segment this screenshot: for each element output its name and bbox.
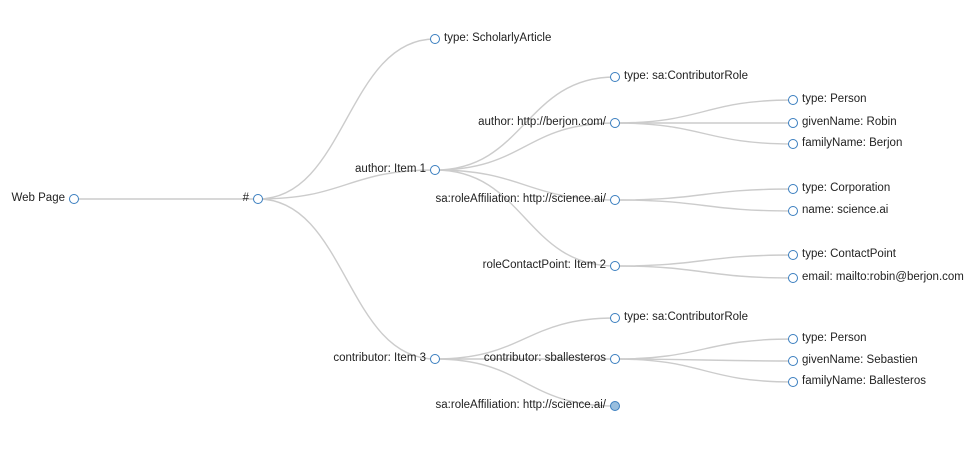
tree-node-label: givenName: Sebastien [802,354,918,366]
node-circle-icon[interactable] [610,195,620,205]
tree-link [257,198,436,360]
node-circle-icon[interactable] [69,194,79,204]
tree-node-label: familyName: Ballesteros [802,375,926,387]
node-circle-icon[interactable] [788,184,798,194]
node-circle-icon[interactable] [788,273,798,283]
tree-node-label: roleContactPoint: Item 2 [482,259,606,271]
tree-node-label: name: science.ai [802,204,889,216]
tree-node-label: type: sa:ContributorRole [624,311,749,323]
tree-node-label: type: sa:ContributorRole [624,70,749,82]
node-circle-icon[interactable] [788,206,798,216]
tree-node-label: type: ScholarlyArticle [444,32,552,44]
tree-node-label: type: ContactPoint [802,248,896,260]
tree-node-label: email: mailto:robin@berjon.com [802,271,964,283]
tree-link [614,188,794,201]
tree-node-label: type: Corporation [802,182,891,194]
tree-node-label: Web Page [11,192,66,204]
tree-node-label: # [242,192,249,204]
tree-node-label: type: Person [802,93,867,105]
node-circle-icon[interactable] [788,334,798,344]
node-circle-icon[interactable] [430,354,440,364]
tree-node-label: sa:roleAffiliation: http://science.ai/ [435,193,606,205]
tree-link [614,265,794,279]
node-circle-icon[interactable] [788,118,798,128]
tree-link [614,199,794,212]
tree-link [614,122,794,145]
node-circle-icon[interactable] [788,356,798,366]
node-circle-icon[interactable] [253,194,263,204]
node-circle-icon[interactable] [430,34,440,44]
node-circle-icon[interactable] [610,354,620,364]
tree-link [614,99,794,124]
node-circle-icon[interactable] [430,165,440,175]
tree-node-label: sa:roleAffiliation: http://science.ai/ [435,399,606,411]
tree-node-label: familyName: Berjon [802,137,903,149]
node-circle-icon[interactable] [610,72,620,82]
tree-node-label: author: http://berjon.com/ [478,116,606,128]
node-circle-icon[interactable] [788,250,798,260]
tree-node-label: contributor: Item 3 [333,352,426,364]
tree-node-label: type: Person [802,332,867,344]
tree-link [614,358,794,383]
tree-link [614,338,794,360]
tree-node-label: contributor: sballesteros [483,352,606,364]
node-circle-icon[interactable] [788,139,798,149]
tree-link [434,122,616,171]
tree-node-label: givenName: Robin [802,116,897,128]
node-circle-icon[interactable] [610,118,620,128]
node-circle-icon[interactable] [610,313,620,323]
node-circle-icon[interactable] [788,95,798,105]
node-circle-icon[interactable] [610,261,620,271]
tree-link [434,169,616,267]
node-circle-icon[interactable] [788,377,798,387]
node-collapsed-circle-icon[interactable] [610,401,620,411]
tree-node-label: author: Item 1 [355,163,426,175]
tree-link [614,254,794,267]
tree-link [614,358,794,362]
